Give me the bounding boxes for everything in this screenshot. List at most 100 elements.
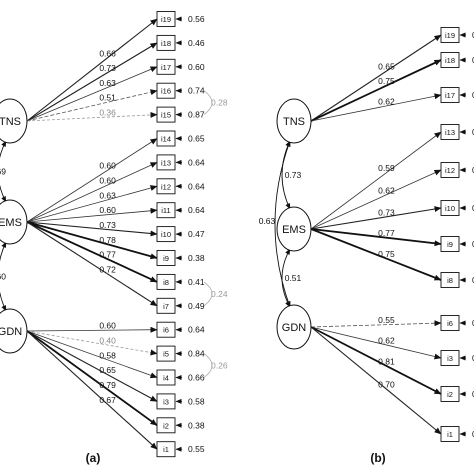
- error-covariance-label: 0.26: [211, 361, 228, 371]
- observed-item-label: i3: [163, 397, 169, 406]
- panel-b: 0.650.750.620.590.620.730.770.750.550.62…: [259, 27, 474, 465]
- observed-item-label: i18: [445, 56, 455, 65]
- observed-item-label: i6: [163, 326, 169, 335]
- observed-item-label: i11: [161, 206, 170, 215]
- observed-item-box: [440, 236, 460, 252]
- observed-item-label: i18: [161, 39, 171, 48]
- observed-item-label: i17: [445, 91, 455, 100]
- error-variance-label: 0.6: [472, 353, 474, 363]
- loading-path: [26, 111, 158, 122]
- loading-label: 0.73: [378, 207, 395, 217]
- error-variance-label: 0.55: [188, 444, 205, 454]
- observed-item-box: [440, 272, 460, 288]
- loading-label: 0.36: [99, 108, 116, 118]
- observed-item-box: [156, 441, 176, 458]
- loading-label: 0.65: [99, 365, 116, 375]
- loading-path: [26, 89, 158, 122]
- error-variance-label: 0.64: [188, 181, 205, 191]
- loading-path: [26, 66, 158, 122]
- latent-factor-label: TNS: [0, 116, 21, 128]
- loading-label: 0.77: [99, 250, 116, 260]
- observed-item-box: [156, 130, 176, 147]
- loading-label: 0.75: [378, 76, 395, 86]
- loading-path: [310, 326, 442, 395]
- factor-correlation-label: 0.73: [285, 170, 302, 180]
- error-variance-label: 0.38: [188, 253, 205, 263]
- loading-path: [26, 221, 158, 307]
- loading-label: 0.51: [99, 93, 116, 103]
- loading-label: 0.62: [378, 335, 395, 345]
- loading-label: 0.73: [99, 220, 116, 230]
- loading-label: 0.63: [99, 78, 116, 88]
- observed-item-label: i17: [161, 63, 171, 72]
- factor-correlation-path: [0, 241, 7, 312]
- latent-factor-label: TNS: [283, 116, 305, 128]
- loading-label: 0.75: [378, 249, 395, 259]
- error-variance-label: 0.60: [188, 62, 205, 72]
- latent-factor-label: GDN: [0, 326, 22, 338]
- loading-label: 0.63: [99, 190, 116, 200]
- error-variance-label: 0.4: [472, 203, 474, 213]
- error-variance-label: 0.4: [472, 275, 474, 285]
- observed-item-label: i15: [161, 111, 171, 120]
- error-covariance-path: [203, 90, 213, 115]
- loading-label: 0.60: [99, 161, 116, 171]
- loading-label: 0.79: [99, 380, 116, 390]
- loading-label: 0.78: [99, 235, 116, 245]
- loading-label: 0.66: [99, 48, 116, 58]
- loading-path: [26, 330, 158, 402]
- observed-item-box: [156, 273, 176, 290]
- loading-path: [26, 221, 158, 237]
- error-variance-label: 0.38: [188, 420, 205, 430]
- loading-path: [26, 18, 158, 122]
- observed-item-label: i8: [163, 278, 169, 287]
- observed-item-box: [440, 27, 460, 43]
- observed-item-box: [156, 345, 176, 362]
- loading-path: [310, 206, 442, 230]
- loading-path: [310, 59, 442, 122]
- observed-item-label: i14: [161, 135, 171, 144]
- error-variance-label: 0.5: [472, 30, 474, 40]
- observed-item-label: i19: [161, 15, 171, 24]
- error-variance-label: 0.6: [472, 90, 474, 100]
- observed-item-box: [156, 369, 176, 386]
- error-variance-label: 0.64: [188, 325, 205, 335]
- error-covariance-label: 0.28: [211, 98, 228, 108]
- error-covariance-path: [203, 281, 213, 307]
- loading-path: [26, 207, 158, 223]
- error-variance-label: 0.74: [188, 86, 205, 96]
- observed-item-box: [156, 226, 176, 243]
- observed-item-label: i10: [161, 230, 171, 239]
- loading-label: 0.55: [378, 315, 395, 325]
- error-variance-label: 0.49: [188, 301, 205, 311]
- observed-item-box: [156, 417, 176, 434]
- loading-path: [26, 330, 158, 450]
- loading-path: [310, 228, 442, 281]
- observed-item-label: i8: [447, 276, 453, 285]
- loading-label: 0.77: [378, 228, 395, 238]
- error-variance-label: 0.3: [472, 389, 474, 399]
- factor-correlation-label: .69: [0, 167, 6, 177]
- error-variance-label: 0.56: [188, 14, 205, 24]
- observed-item-label: i6: [447, 319, 453, 328]
- observed-item-box: [440, 426, 460, 442]
- error-variance-label: 0.47: [188, 229, 205, 239]
- latent-factor-ellipse: [0, 98, 28, 144]
- observed-item-box: [156, 202, 176, 219]
- error-variance-label: 0.5: [472, 429, 474, 439]
- observed-item-label: i12: [445, 166, 455, 175]
- observed-item-box: [156, 11, 176, 27]
- loading-label: 0.60: [99, 205, 116, 215]
- observed-item-box: [440, 124, 460, 140]
- observed-item-label: i7: [163, 302, 169, 311]
- error-variance-label: 0.58: [188, 396, 205, 406]
- latent-factor-ellipse: [276, 206, 312, 252]
- error-covariance-label: 0.24: [211, 289, 228, 299]
- error-variance-label: 0.4: [472, 55, 474, 65]
- observed-item-label: i3: [447, 354, 453, 363]
- loading-path: [310, 169, 442, 230]
- loading-label: 0.65: [378, 62, 395, 72]
- observed-item-label: i1: [163, 445, 169, 454]
- observed-item-label: i2: [447, 390, 453, 399]
- observed-item-box: [440, 87, 460, 103]
